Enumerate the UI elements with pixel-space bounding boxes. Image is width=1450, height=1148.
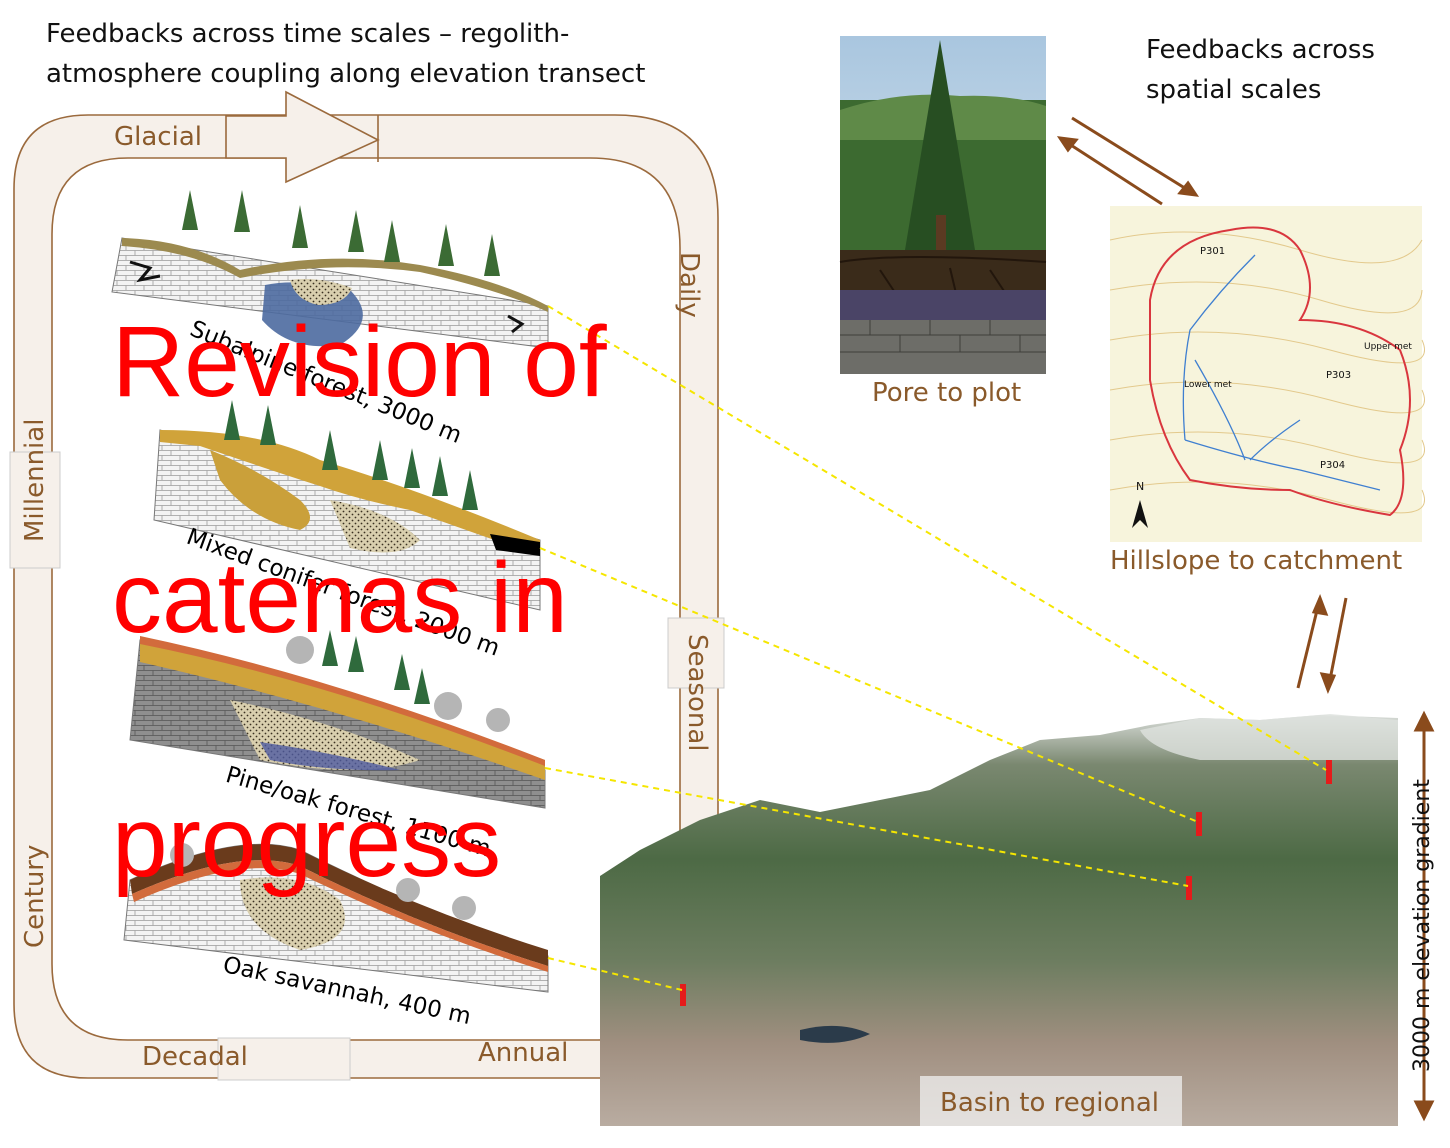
seasonal-label: Seasonal (682, 634, 712, 752)
daily-label: Daily (674, 252, 704, 318)
millennial-segment-box (9, 451, 61, 569)
catena-oak-savannah (123, 843, 549, 993)
map-label-p304: P304 (1320, 460, 1346, 471)
time-loop-band (13, 114, 719, 1079)
catchment-map (1109, 206, 1425, 542)
millennial-label: Millennial (20, 418, 50, 542)
annual-label: Annual (478, 1038, 569, 1068)
site-connectors (539, 305, 1327, 991)
basin-to-regional-label: Basin to regional (940, 1088, 1160, 1118)
north-arrow-label: N (1136, 480, 1145, 493)
map-label-upper-met: Upper met (1364, 342, 1412, 352)
subalpine-trees (182, 190, 500, 276)
oak-savannah-trees (170, 843, 476, 920)
catena-pine-oak (129, 636, 546, 809)
elevation-gradient-label: 3000 m elevation gradient (1410, 779, 1435, 1072)
pore-to-plot-label: Pore to plot (872, 378, 1022, 408)
site-marker-1100m (1186, 876, 1192, 900)
mixed-conifer-trees (224, 400, 478, 510)
basin-label-box (920, 1076, 1182, 1126)
glacial-label: Glacial (114, 122, 202, 152)
site-marker-400m (680, 984, 686, 1006)
overlay-line-3: progress (112, 786, 502, 898)
right-title: Feedbacks across spatial scales (1146, 35, 1375, 105)
pore-to-plot-image (839, 36, 1047, 374)
map-label-p303: P303 (1326, 370, 1352, 381)
site-marker-2000m (1196, 812, 1202, 836)
decadal-segment-box (217, 1037, 351, 1081)
spatial-arrows (1056, 116, 1435, 1122)
catena-mixed-conifer (153, 429, 541, 611)
map-label-lower-met: Lower met (1184, 380, 1232, 390)
decadal-label: Decadal (142, 1042, 248, 1072)
terrain-image (600, 714, 1398, 1126)
left-title: Feedbacks across time scales – regolith-… (46, 19, 646, 89)
hillslope-to-catchment-label: Hillslope to catchment (1110, 546, 1403, 576)
century-label: Century (20, 844, 50, 948)
overlay-line-1: Revision of (112, 306, 607, 418)
seasonal-segment-box (667, 617, 725, 689)
glacial-arrow (225, 90, 380, 184)
site-marker-3000m (1326, 760, 1332, 784)
pine-oak-trees (286, 630, 510, 732)
overlay-line-2: catenas in (112, 542, 568, 654)
map-label-p301: P301 (1200, 246, 1226, 257)
catena-subalpine (111, 237, 549, 349)
